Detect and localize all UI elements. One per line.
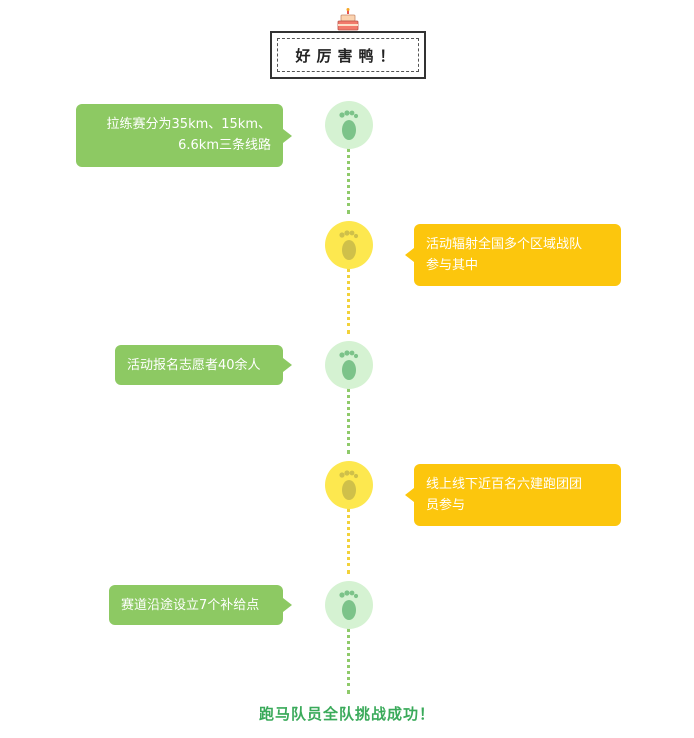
- title-box: 好厉害鸭！: [270, 31, 426, 79]
- bubble-text-line: 活动辐射全国多个区域战队: [426, 237, 583, 252]
- bubble-text-line: 员参与: [426, 498, 466, 513]
- footprint-icon: [339, 230, 359, 260]
- timeline-node-3: [325, 341, 373, 389]
- footprint-icon: [339, 590, 359, 620]
- timeline-bubble-2: 活动辐射全国多个区域战队 参与其中: [405, 224, 621, 286]
- footer-text: 跑马队员全队挑战成功！: [258, 705, 435, 723]
- timeline-bubble-4: 线上线下近百名六建跑团团 员参与: [405, 464, 621, 526]
- timeline-line-2: [347, 268, 350, 334]
- timeline-line-1: [347, 148, 350, 214]
- timeline-node-2: [325, 221, 373, 269]
- timeline-node-4: [325, 461, 373, 509]
- bubble-text-line: 活动报名志愿者40余人: [127, 358, 261, 373]
- bubble-text-line: 线上线下近百名六建跑团团: [426, 477, 583, 492]
- timeline-line-5: [347, 628, 350, 694]
- timeline-line-3: [347, 388, 350, 454]
- footprint-icon: [339, 110, 359, 140]
- timeline-bubble-5: 赛道沿途设立7个补给点: [109, 585, 292, 625]
- bubble-text-line: 参与其中: [426, 258, 479, 273]
- cake-icon: [337, 8, 359, 32]
- footprint-icon: [339, 470, 359, 500]
- bubble-text-line: 6.6km三条线路: [178, 138, 271, 153]
- page-title: 好厉害鸭！: [277, 38, 419, 72]
- timeline-node-5: [325, 581, 373, 629]
- timeline-bubble-1: 拉练赛分为35km、15km、 6.6km三条线路: [76, 104, 292, 167]
- timeline-bubble-3: 活动报名志愿者40余人: [115, 345, 292, 385]
- footprint-icon: [339, 350, 359, 380]
- timeline-line-4: [347, 508, 350, 574]
- bubble-text-line: 拉练赛分为35km、15km、: [106, 117, 271, 132]
- timeline-node-1: [325, 101, 373, 149]
- bubble-text-line: 赛道沿途设立7个补给点: [121, 598, 260, 613]
